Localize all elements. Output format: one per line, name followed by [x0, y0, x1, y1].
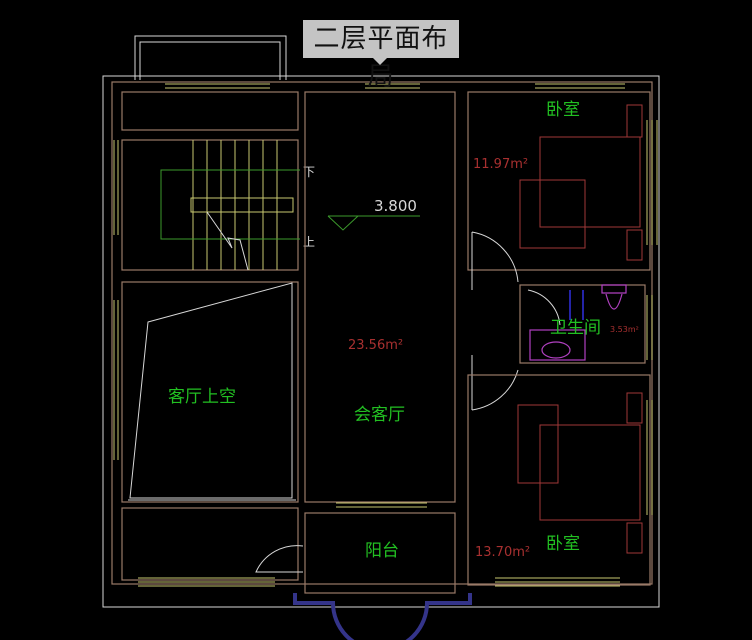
- window-left-upper: [113, 140, 119, 235]
- window-top-left: [165, 83, 270, 93]
- top-balcony: [134, 35, 287, 80]
- hall-area: 23.56m²: [348, 338, 403, 353]
- door-bathroom: [527, 289, 561, 326]
- bathroom: [519, 284, 646, 364]
- living-void-label: 客厅上空: [168, 387, 236, 407]
- window-right-lower: [646, 400, 653, 515]
- bathroom-area: 3.53m²: [610, 325, 639, 334]
- title-pointer: [373, 58, 387, 65]
- bedroom-top-label: 卧室: [546, 100, 580, 120]
- balcony-railing: [293, 593, 472, 640]
- window-left-lower: [113, 300, 119, 460]
- bedroom-bottom: [467, 374, 651, 586]
- bed-icon: [519, 104, 643, 261]
- staircase: [160, 140, 300, 271]
- door-bedroom-bottom: [471, 355, 519, 411]
- door-balcony: [255, 545, 304, 573]
- window-balcony-door: [336, 502, 427, 508]
- bathroom-label: 卫生间: [550, 318, 601, 338]
- bedroom-bottom-label: 卧室: [546, 534, 580, 554]
- window-right-mid: [646, 295, 653, 360]
- bedroom-top: [467, 91, 651, 271]
- hall-label: 会客厅: [354, 405, 405, 425]
- elevation-marker: [327, 215, 420, 231]
- window-right-upper: [646, 120, 658, 245]
- sink-icon: [529, 329, 586, 361]
- plan-title: 二层平面布局: [303, 20, 459, 92]
- window-top-right: [535, 83, 625, 93]
- bedroom-top-area: 11.97m²: [473, 157, 528, 172]
- outer-outline: [102, 75, 660, 608]
- bed-icon-bottom: [517, 392, 643, 554]
- stair-room: [121, 139, 299, 271]
- elevation-label: 3.800: [374, 197, 417, 215]
- stair-up-label: 上: [303, 235, 315, 249]
- door-bedroom-top: [471, 231, 519, 290]
- hall-room: [304, 91, 456, 503]
- void-outline: [129, 282, 293, 499]
- window-bottom-left: [138, 577, 275, 587]
- shower-icon: [569, 290, 584, 320]
- toilet-icon: [601, 284, 627, 310]
- living-void-room: [121, 281, 299, 503]
- balcony-label: 阳台: [365, 541, 399, 561]
- balcony-room: [304, 512, 456, 594]
- bedroom-bottom-area: 13.70m²: [475, 545, 530, 560]
- stair-down-label: 下: [303, 165, 315, 179]
- window-bottom-right: [495, 577, 620, 587]
